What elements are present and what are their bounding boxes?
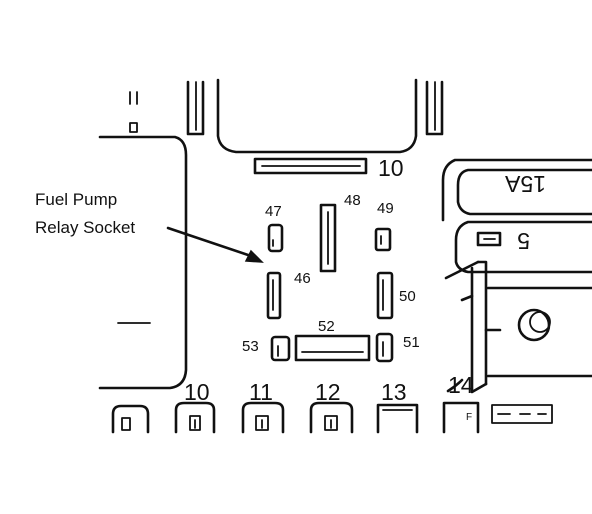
callout-arrow xyxy=(166,226,264,263)
left-housing-outline xyxy=(98,135,188,390)
fuse-number-label: 5 xyxy=(517,228,530,254)
upper-posts xyxy=(129,80,444,136)
terminal-52 xyxy=(294,334,371,362)
upper-housing-outline xyxy=(216,78,418,154)
terminal-label-46: 46 xyxy=(294,270,311,287)
terminal-47 xyxy=(267,223,284,253)
callout-label-line1: Fuel Pump xyxy=(35,190,117,209)
cavity-label-bottom-2: 11 xyxy=(249,379,273,405)
top-cavity xyxy=(253,157,368,175)
terminal-label-50: 50 xyxy=(399,288,416,305)
terminal-label-48: 48 xyxy=(344,192,361,209)
right-fuse-panel xyxy=(441,158,592,394)
fuse-rating-label: 15A xyxy=(504,171,546,197)
bottom-cavities xyxy=(111,401,553,434)
cavity-label-bottom-5: 14 xyxy=(448,372,474,398)
terminal-label-47: 47 xyxy=(265,203,282,220)
cavity-label-bottom-3: 12 xyxy=(315,379,341,405)
cavity-label-bottom-4: 13 xyxy=(381,379,407,405)
fuse-small-mark: F xyxy=(466,412,472,423)
terminal-51 xyxy=(375,332,394,363)
terminal-label-52: 52 xyxy=(318,318,335,335)
terminal-label-53: 53 xyxy=(242,338,259,355)
terminal-53 xyxy=(270,335,291,362)
cavity-label-bottom-1: 10 xyxy=(184,379,210,405)
cavity-label-top: 10 xyxy=(378,155,404,181)
callout-label-line2: Relay Socket xyxy=(35,218,135,237)
terminal-label-51: 51 xyxy=(403,334,420,351)
terminal-49 xyxy=(374,227,392,252)
terminal-48 xyxy=(319,203,337,273)
terminal-46 xyxy=(266,271,282,320)
terminal-50 xyxy=(376,271,394,320)
terminal-label-49: 49 xyxy=(377,200,394,217)
relay-socket xyxy=(266,203,394,363)
